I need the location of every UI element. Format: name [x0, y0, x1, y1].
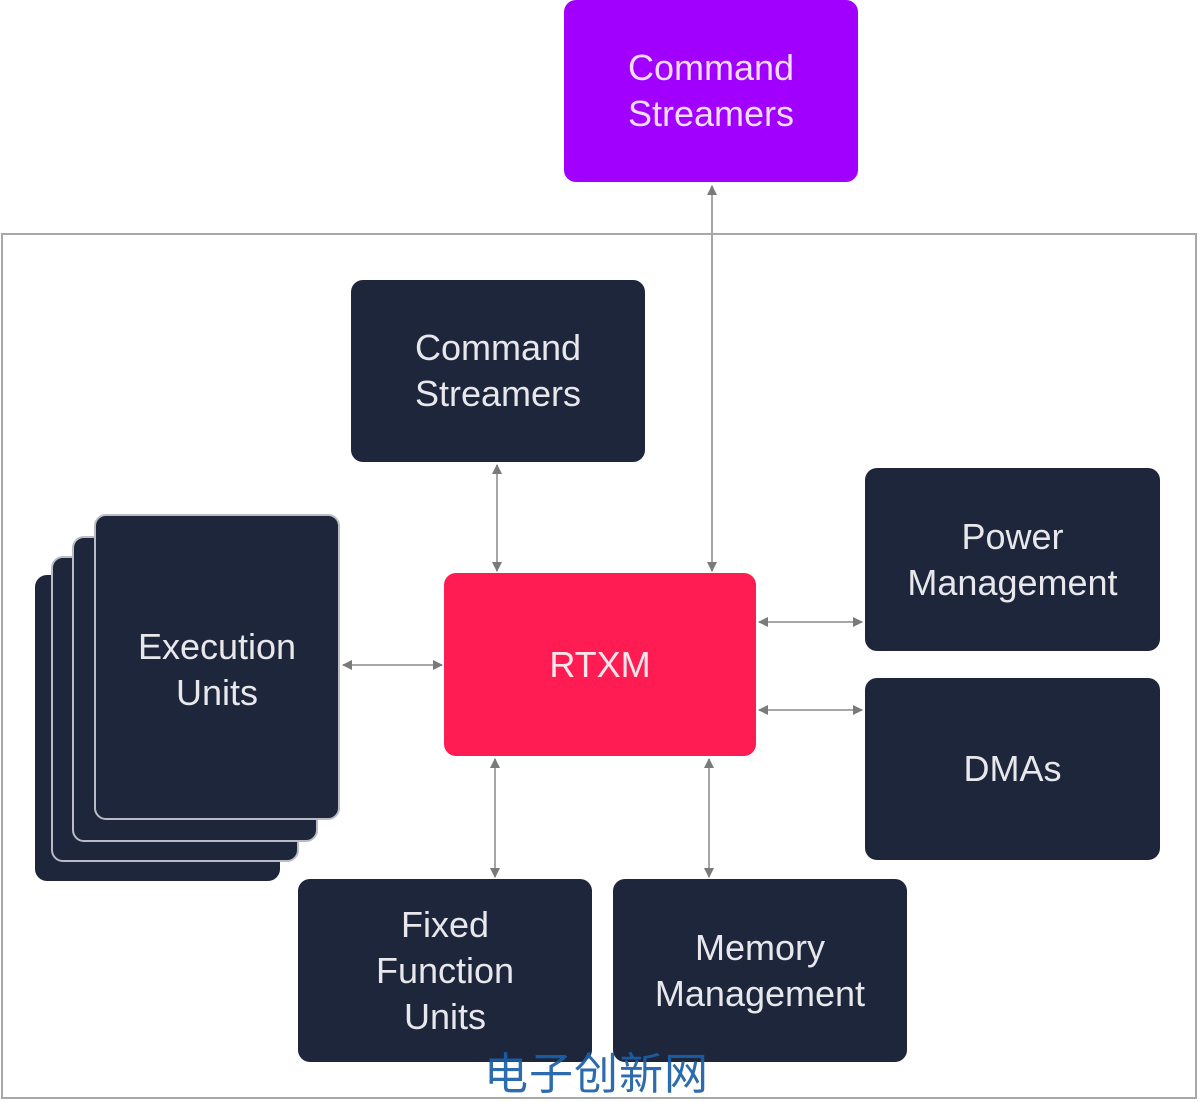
dmas-block: DMAs — [865, 678, 1160, 860]
memory-management-label: Memory Management — [654, 926, 866, 1014]
rtxm-core-block: RTXM — [444, 573, 756, 756]
power-management-label: Power Management — [907, 515, 1118, 603]
command-streamers-label: Command Streamers — [414, 327, 582, 414]
external-command-streamers-label: Command Streamers — [627, 47, 795, 134]
command-streamers-block: Command Streamers — [351, 280, 645, 462]
execution-units-block: Execution Units — [94, 514, 340, 820]
memory-management-block: Memory Management — [613, 879, 907, 1062]
subsystem-boundary — [1, 233, 1197, 1099]
external-command-streamers-block: Command Streamers — [564, 0, 858, 182]
power-management-block: Power Management — [865, 468, 1160, 651]
dmas-label: DMAs — [963, 748, 1062, 789]
fixed-function-units-label: Fixed Function Units — [375, 903, 515, 1037]
rtxm-label: RTXM — [549, 643, 651, 685]
fixed-function-units-block: Fixed Function Units — [298, 879, 592, 1062]
execution-units-label: Execution Units — [137, 626, 297, 713]
watermark-text: 电子创新网 — [484, 1049, 709, 1100]
